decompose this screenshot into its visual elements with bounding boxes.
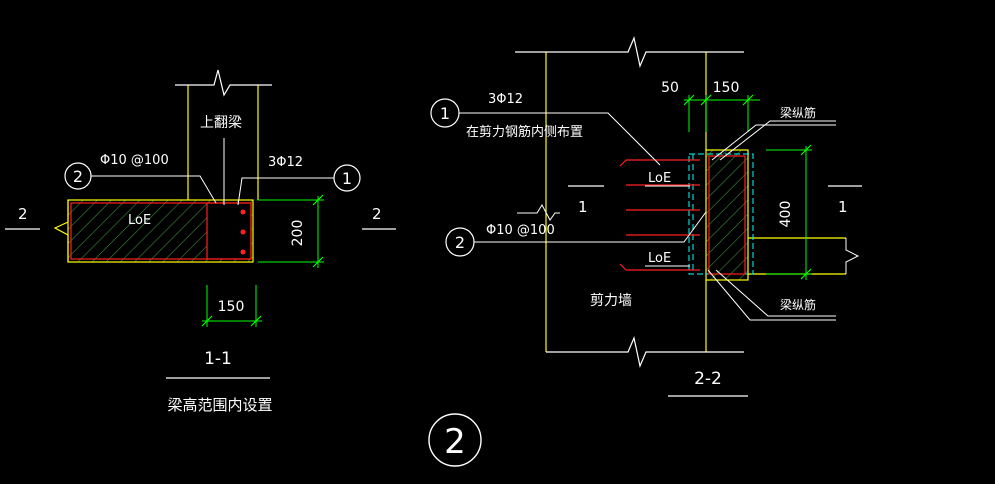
svg-text:150: 150: [218, 299, 245, 315]
right-detail: LoE LoE 1 3Φ12 在剪力钢筋内侧布置 2 Φ10 @100 1 1 …: [430, 36, 862, 397]
dim-top: 50 150: [661, 80, 760, 132]
section-right-label: 2: [372, 205, 382, 223]
dim-height: 200: [258, 194, 324, 268]
section-1-left: 1: [578, 198, 588, 216]
anchor-top-label: LoE: [648, 171, 671, 186]
svg-text:400: 400: [778, 201, 794, 228]
svg-text:2: 2: [73, 167, 83, 186]
section-1-right: 1: [838, 198, 848, 216]
upturned-beam-label: 上翻梁: [200, 115, 242, 131]
svg-text:150: 150: [713, 80, 740, 96]
svg-text:1: 1: [440, 104, 450, 123]
stirrup-label: Φ10 @100: [100, 153, 169, 168]
break-line-bottom: [546, 336, 744, 368]
svg-text:1: 1: [342, 169, 352, 188]
beam-section-hatched: [705, 149, 749, 281]
section-title: 1-1: [204, 349, 232, 369]
svg-text:200: 200: [290, 220, 306, 247]
svg-text:2: 2: [455, 233, 465, 252]
long-bar-top-label: 梁纵筋: [780, 105, 816, 120]
long-bar-bottom-label: 梁纵筋: [780, 297, 816, 312]
wall-bars: [619, 159, 700, 271]
svg-text:2: 2: [444, 422, 466, 462]
section-left-label: 2: [18, 205, 28, 223]
left-detail: LoE 上翻梁 2 Φ10 @100 1 3Φ12 2 2 200: [5, 69, 396, 414]
detail-number: 2: [428, 413, 482, 467]
anchor-label: LoE: [128, 213, 151, 228]
bars-note: 在剪力钢筋内侧布置: [466, 124, 583, 140]
shear-wall-label: 剪力墙: [590, 293, 632, 309]
bars-label: 3Φ12: [268, 155, 303, 170]
svg-text:50: 50: [661, 80, 679, 96]
dim-width: 150: [201, 285, 262, 327]
break-line: [175, 69, 272, 97]
dim-400: 400: [766, 144, 812, 280]
bars-label-right: 3Φ12: [488, 92, 523, 107]
section-title-right: 2-2: [694, 369, 722, 389]
anchor-bottom-label: LoE: [648, 251, 671, 266]
stirrup-label-right: Φ10 @100: [486, 223, 555, 238]
caption: 梁高范围内设置: [167, 396, 272, 414]
break-line-top: [515, 36, 744, 68]
